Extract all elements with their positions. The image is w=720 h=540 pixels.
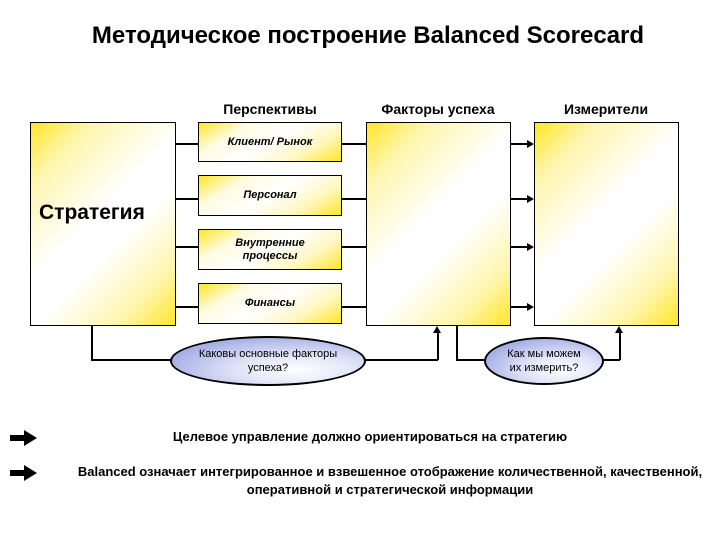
perspective-box-personnel: Персонал: [198, 175, 342, 216]
column-header-success-factors: Факторы успеха: [381, 101, 495, 117]
connector-line: [342, 306, 366, 308]
perspective-box-client-market: Клиент/ Рынок: [198, 122, 342, 162]
connector-line: [176, 246, 198, 248]
perspective-label: Финансы: [244, 297, 296, 309]
arrow-right-icon: [527, 243, 534, 251]
arrow-right-icon: [527, 303, 534, 311]
connector-line: [456, 326, 458, 360]
connector-line: [342, 143, 366, 145]
connector-line: [511, 198, 528, 200]
bullet-text: Balanced означает интегрированное и взве…: [77, 464, 703, 497]
arrow-up-icon: [433, 326, 441, 333]
perspective-box-finance: Финансы: [198, 283, 342, 324]
connector-line: [511, 143, 528, 145]
connector-line: [619, 332, 621, 360]
connector-line: [342, 246, 366, 248]
perspective-label: Внутренние процессы: [235, 236, 305, 262]
question-text: Каковы основные факторы успеха?: [198, 348, 338, 374]
question-oval-measures: Как мы можем их измерить?: [484, 337, 604, 385]
question-oval-success-factors: Каковы основные факторы успеха?: [170, 336, 366, 386]
column-header-measures: Измерители: [563, 101, 649, 117]
connector-line: [511, 246, 528, 248]
connector-line: [511, 306, 528, 308]
connector-line: [176, 198, 198, 200]
connector-line: [176, 306, 198, 308]
perspective-label: Клиент/ Рынок: [227, 135, 313, 148]
connector-line: [176, 143, 198, 145]
connector-line: [91, 326, 93, 360]
connector-line: [456, 359, 486, 361]
column-header-perspectives: Перспективы: [223, 101, 317, 117]
arrow-right-icon: [527, 195, 534, 203]
arrow-right-icon: [10, 430, 37, 446]
connector-line: [602, 359, 620, 361]
connector-line: [91, 359, 171, 361]
connector-line: [342, 198, 366, 200]
page-title: Методическое построение Balanced Scoreca…: [91, 22, 645, 49]
arrow-up-icon: [615, 326, 623, 333]
connector-line: [437, 332, 439, 360]
success-factors-box: [366, 122, 511, 326]
question-text: Как мы можем их измерить?: [507, 348, 581, 374]
perspective-box-internal-processes: Внутренние процессы: [198, 229, 342, 270]
arrow-right-icon: [10, 465, 37, 481]
measures-box: [534, 122, 679, 326]
arrow-right-icon: [527, 140, 534, 148]
bullet-text: Целевое управление должно ориентироватьс…: [172, 429, 568, 444]
strategy-box: Стратегия: [30, 122, 176, 326]
strategy-label: Стратегия: [39, 201, 145, 224]
connector-line: [364, 359, 438, 361]
perspective-label: Персонал: [243, 189, 297, 201]
